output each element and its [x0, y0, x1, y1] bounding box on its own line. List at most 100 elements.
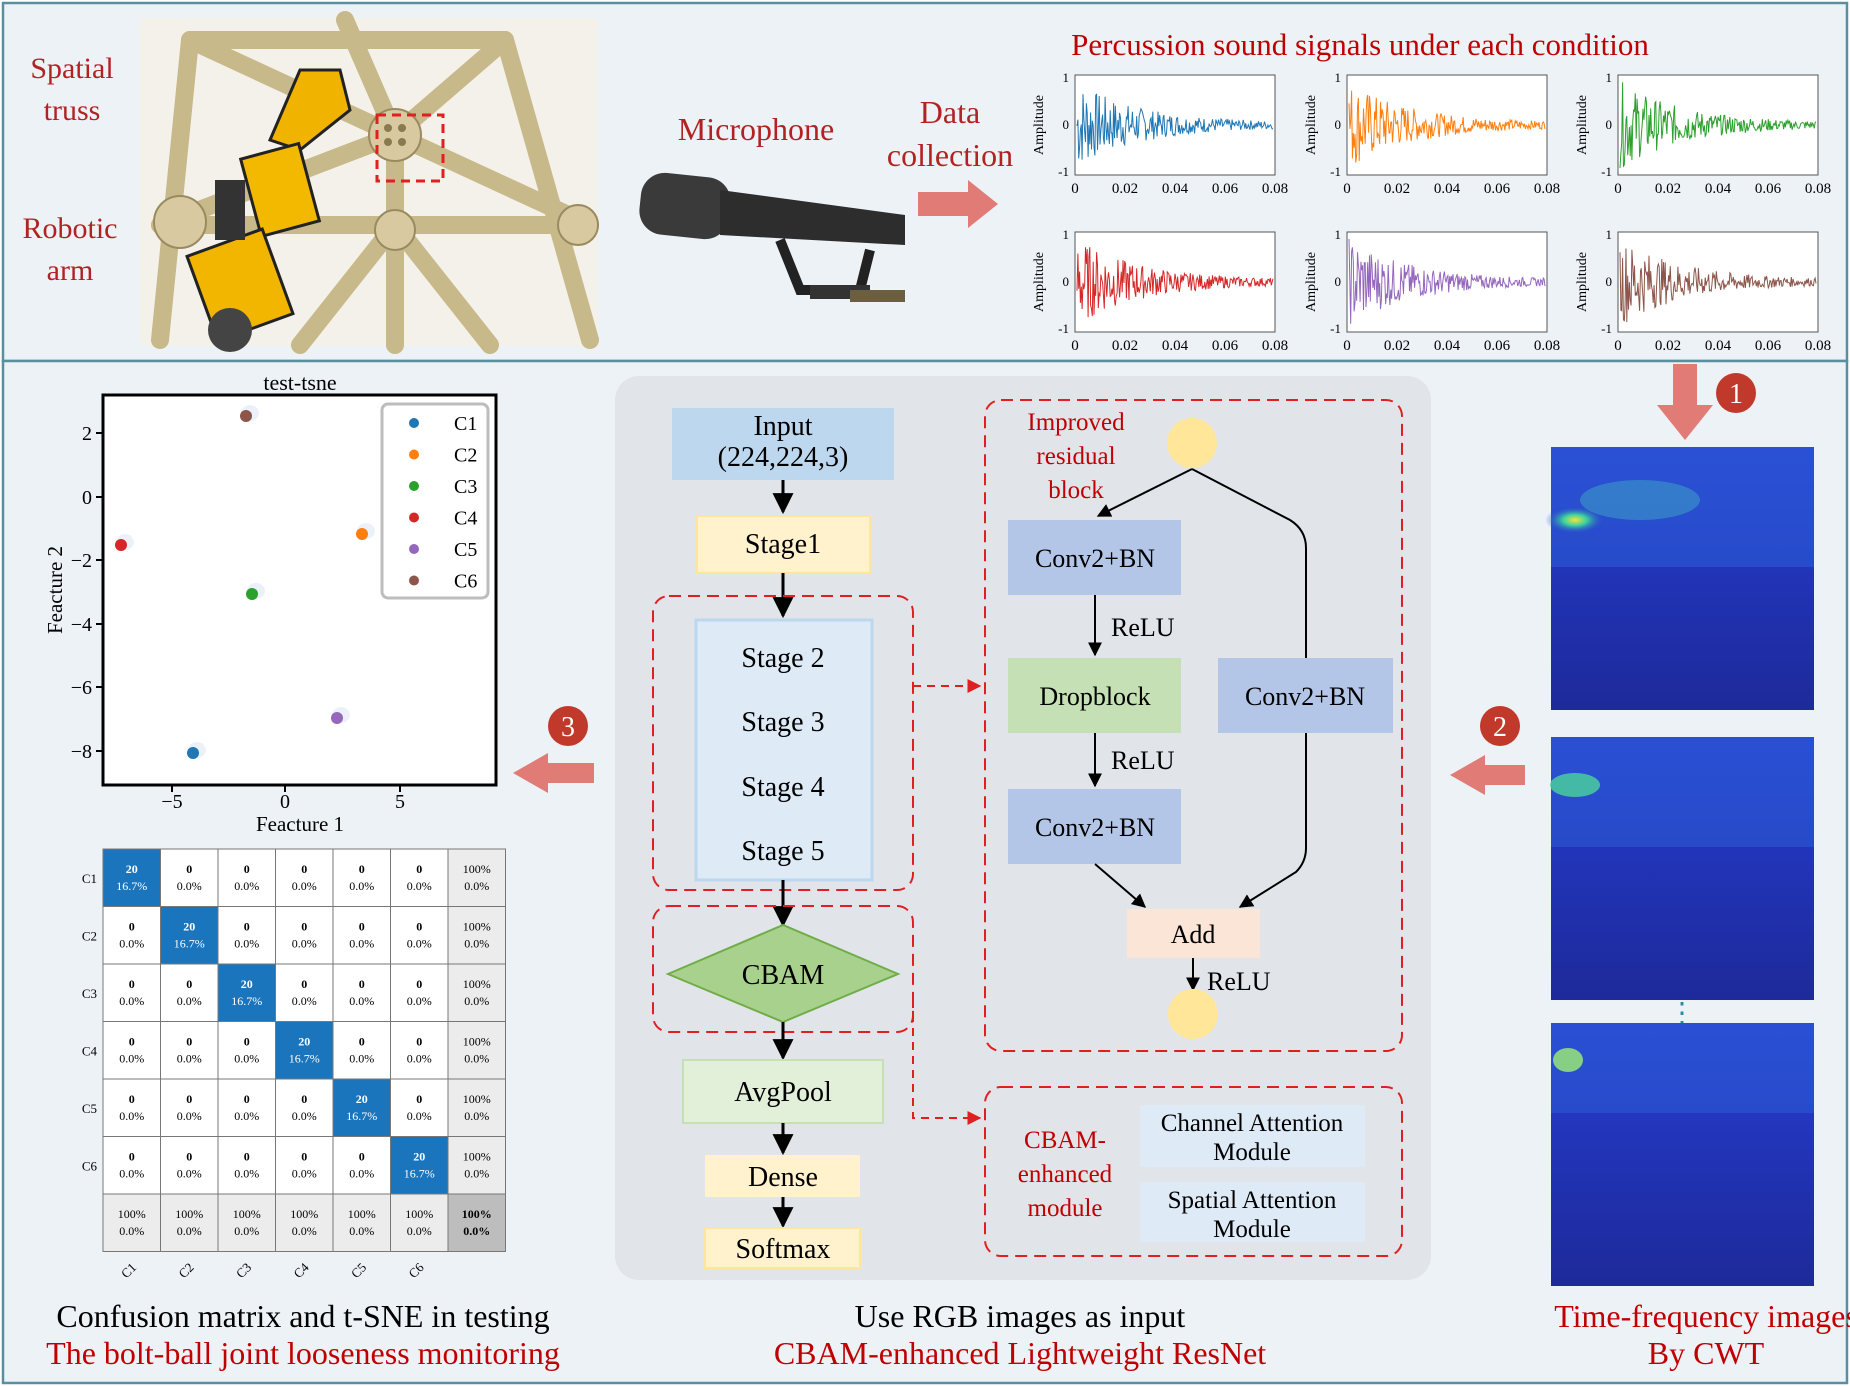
confusion-cell-pct: 0.0% [119, 937, 144, 951]
signal-ytick: 1 [1063, 227, 1070, 242]
signal-plot-frame [1346, 231, 1548, 333]
confusion-cell-pct: 16.7% [116, 879, 147, 893]
confusion-cell-pct: 0.0% [292, 1109, 317, 1123]
cbam-diamond [665, 923, 901, 1024]
legend-marker [409, 575, 419, 586]
confusion-cell-count: 100% [463, 1150, 491, 1164]
signal-xtick: 0 [1614, 338, 1622, 354]
confusion-cell-count: 0 [359, 1035, 365, 1049]
signal-ytick: 1 [1335, 227, 1342, 242]
caption-center-2: CBAM-enhanced Lightweight ResNet [774, 1335, 1266, 1371]
confusion-cell-pct: 0.0% [349, 937, 374, 951]
confusion-cell [332, 1193, 391, 1252]
confusion-cell [102, 1021, 161, 1080]
cbam-label: CBAM [742, 960, 825, 991]
signal-xtick: 0.08 [1534, 338, 1560, 354]
confusion-cell-pct: 0.0% [349, 1167, 374, 1181]
spatial-attention-label-1: Spatial Attention [1168, 1187, 1337, 1214]
spatial-attention-label-2: Module [1213, 1216, 1291, 1243]
confusion-cell-pct: 0.0% [292, 1224, 317, 1238]
confusion-cell [332, 906, 391, 965]
connector-cbam-module [912, 1000, 982, 1125]
confusion-cell-count: 0 [129, 1092, 135, 1106]
confusion-cell-pct: 0.0% [234, 879, 259, 893]
confusion-cell [217, 1193, 276, 1252]
arrow-conv2-add [1094, 863, 1147, 908]
tsne-ytick: −8 [71, 741, 92, 763]
confusion-cell-count: 20 [413, 1150, 425, 1164]
label-spatial-truss-1: Spatial [30, 52, 113, 85]
confusion-cell-count: 0 [416, 920, 422, 934]
confusion-cell-pct: 0.0% [292, 1167, 317, 1181]
signal-ylabel: Amplitude [1304, 252, 1319, 312]
legend-marker [409, 512, 419, 523]
tsne-ytick: −6 [71, 677, 92, 699]
confusion-cell [160, 848, 219, 907]
confusion-cell-count: 20 [241, 977, 253, 991]
confusion-cell-pct: 0.0% [349, 1052, 374, 1066]
tsne-title: test-tsne [263, 370, 336, 395]
legend-entry-C4: C4 [454, 508, 477, 530]
signal-ylabel: Amplitude [1032, 252, 1047, 312]
tsne-legend-frame [380, 402, 490, 600]
step-2-badge [1480, 706, 1520, 746]
signal-xtick: 0.06 [1755, 181, 1782, 197]
confusion-cell [275, 906, 334, 965]
relu-2-label: ReLU [1111, 746, 1175, 775]
tsne-cluster-C6 [240, 410, 252, 422]
label-data-collection-1: Data [920, 94, 980, 130]
caption-right-2: By CWT [1648, 1335, 1765, 1371]
signal-xtick: 0.02 [1655, 338, 1681, 354]
confusion-cell [275, 848, 334, 907]
add-box [1127, 909, 1260, 958]
spatial-attention-box [1140, 1182, 1365, 1242]
confusion-cell-count: 100% [175, 1207, 203, 1221]
confusion-cell-pct: 0.0% [407, 1052, 432, 1066]
confusion-cell [102, 906, 161, 965]
confusion-cell-count: 0 [186, 1150, 192, 1164]
confusion-cell-pct: 0.0% [464, 1052, 489, 1066]
confusion-cell-count: 100% [463, 1035, 491, 1049]
confusion-cell-pct: 0.0% [234, 937, 259, 951]
arrow-left-step2 [1450, 755, 1525, 795]
confusion-cell [102, 1193, 161, 1252]
conv-2-label: Conv2+BN [1035, 813, 1155, 842]
time-frequency-images: ⋮ [1545, 447, 1814, 1286]
confusion-cell-pct: 0.0% [292, 994, 317, 1008]
signal-xtick: 0.04 [1162, 338, 1189, 354]
channel-attention-box [1140, 1105, 1365, 1167]
label-microphone: Microphone [678, 111, 834, 147]
signal-waveform [1076, 93, 1274, 160]
signal-xtick: 0.08 [1262, 181, 1288, 197]
signal-xtick: 0.02 [1384, 338, 1410, 354]
signal-xtick: 0.04 [1705, 338, 1732, 354]
input-shape-label: (224,224,3) [718, 442, 849, 473]
tsne-cluster-C2 [356, 528, 368, 540]
arrow-shortcut-add [1238, 733, 1307, 908]
tsne-ylabel: Feacture 2 [43, 546, 67, 634]
confusion-row-label: C1 [82, 871, 97, 886]
confusion-cell-count: 0 [359, 862, 365, 876]
signal-xtick: 0.04 [1705, 181, 1732, 197]
caption-left-2: The bolt-ball joint looseness monitoring [46, 1335, 560, 1371]
signal-xtick: 0.04 [1434, 181, 1461, 197]
confusion-cell [390, 1136, 449, 1195]
confusion-cell [447, 848, 506, 907]
label-robotic-arm-1: Robotic [23, 212, 118, 245]
confusion-cell-pct: 0.0% [464, 937, 489, 951]
signal-waveform [1619, 82, 1817, 169]
confusion-cell [447, 1193, 506, 1252]
legend-marker [409, 544, 419, 554]
legend-marker [409, 481, 419, 491]
confusion-cell-count: 0 [244, 1150, 250, 1164]
confusion-row-label: C3 [82, 986, 97, 1001]
input-label: Input [753, 411, 812, 442]
stages-box [694, 618, 874, 882]
confusion-cell-pct: 0.0% [349, 879, 374, 893]
